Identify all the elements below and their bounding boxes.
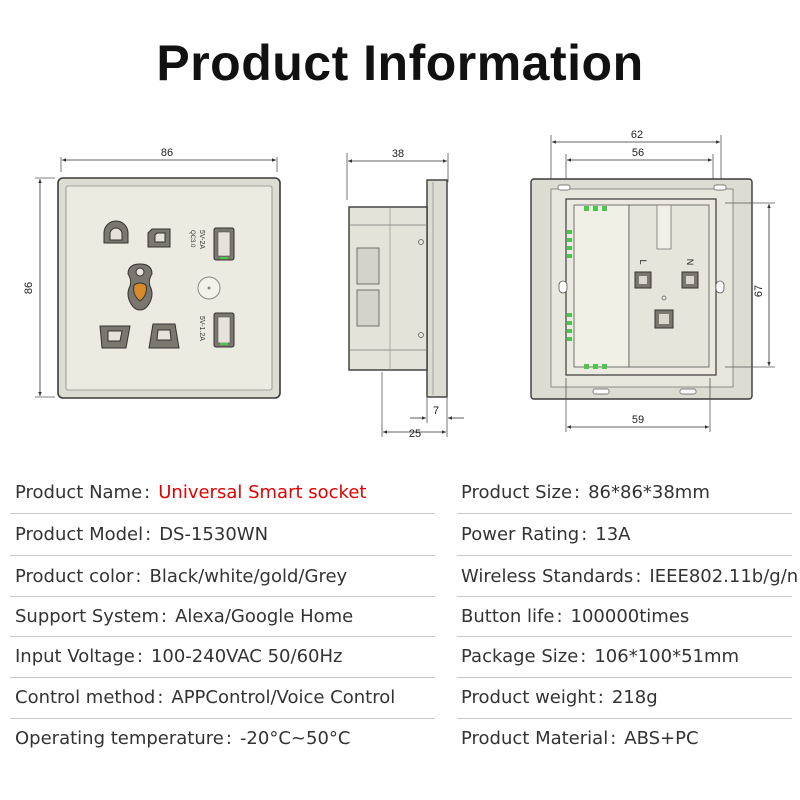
spec-value: IEEE802.11b/g/n [649, 566, 799, 587]
spec-value: 86*86*38mm [588, 482, 710, 503]
spec-left-row: Input Voltage:100-240VAC 50/60Hz [15, 636, 455, 677]
spec-label: Product Material [461, 728, 609, 749]
spec-value: ABS+PC [624, 728, 699, 749]
spec-right-row: Package Size:106*100*51mm [461, 636, 800, 677]
spec-separator: : [225, 728, 232, 749]
spec-value: Universal Smart socket [158, 482, 367, 503]
front-width-dim: 86 [161, 147, 173, 159]
outlet-top-left [103, 220, 129, 244]
terminal-n-label: N [685, 259, 695, 266]
spec-right-row: Product Size:86*86*38mm [461, 472, 800, 513]
back-outer-width-dim: 62 [631, 129, 643, 141]
spec-separator: : [556, 606, 563, 627]
spec-divider [10, 636, 435, 637]
spec-label: Support System [15, 606, 159, 627]
back-inner-width-dim: 56 [632, 147, 644, 159]
spec-left-row: Control method: APPControl/Voice Control [15, 677, 455, 718]
spec-separator: : [580, 646, 587, 667]
spec-left-row: Support System: Alexa/Google Home [15, 596, 455, 637]
side-depth-dim: 38 [392, 148, 404, 160]
spec-separator: : [157, 687, 164, 708]
spec-separator: : [574, 482, 581, 503]
spec-divider [10, 513, 435, 514]
spec-label: Product Size [461, 482, 573, 503]
terminal-l-label: L [638, 259, 648, 264]
spec-right-row: Product Material: ABS+PC [461, 718, 800, 759]
spec-label: Input Voltage [15, 646, 135, 667]
spec-label: Power Rating [461, 524, 580, 545]
front-height-dim: 86 [23, 282, 35, 294]
usb-bottom-label: 5V-1.2A [198, 316, 205, 341]
technical-drawings: 86 86 5V-2A [23, 129, 775, 440]
spec-label: Control method [15, 687, 156, 708]
spec-label: Product weight [461, 687, 596, 708]
spec-label: Package Size [461, 646, 579, 667]
spec-separator: : [145, 524, 152, 545]
usb-top-label: 5V-2A [198, 230, 205, 249]
spec-label: Wireless Standards [461, 566, 634, 587]
spec-divider [10, 596, 435, 597]
spec-value: 218g [611, 687, 658, 708]
spec-value: 13A [595, 524, 631, 545]
spec-separator: : [144, 482, 151, 503]
spec-left-row: Operating temperature: -20°C~50°C [15, 718, 455, 759]
spec-label: Product color [15, 566, 134, 587]
front-view: 86 86 5V-2A [23, 147, 281, 399]
spec-right-row: Power Rating:13A [461, 514, 800, 555]
spec-divider [10, 677, 435, 678]
spec-left-row: Product Name: Universal Smart socket [15, 472, 455, 513]
spec-value: APPControl/Voice Control [171, 687, 396, 708]
back-bottom-width-dim: 59 [632, 414, 644, 426]
spec-right-row: Product weight:218g [461, 677, 800, 718]
spec-left-row: Product color: Black/white/gold/Grey [15, 556, 455, 597]
outlet-top-right [147, 228, 171, 248]
spec-value: 106*100*51mm [594, 646, 740, 667]
spec-divider [457, 636, 792, 637]
outlet-center-earth [127, 263, 153, 311]
spec-divider [457, 596, 792, 597]
spec-label: Product Name [15, 482, 143, 503]
spec-right-row: Button life:100000times [461, 596, 800, 637]
outlet-bottom-right [148, 323, 180, 349]
back-height-dim: 67 [753, 285, 765, 297]
spec-divider [457, 718, 792, 719]
spec-value: Alexa/Google Home [175, 606, 354, 627]
spec-label: Product Model [15, 524, 144, 545]
spec-separator: : [136, 646, 143, 667]
back-view: 62 56 L N 67 [530, 129, 775, 432]
spec-label: Button life [461, 606, 555, 627]
page-title: Product Information [156, 35, 644, 91]
spec-value: -20°C~50°C [239, 728, 351, 749]
spec-value: 100000times [570, 606, 690, 627]
spec-left-row: Product Model: DS-1530WN [15, 514, 455, 555]
spec-value: Black/white/gold/Grey [149, 566, 348, 587]
spec-separator: : [581, 524, 588, 545]
spec-right-row: Wireless Standards: IEEE802.11b/g/n [461, 556, 800, 597]
spec-divider [457, 677, 792, 678]
spec-separator: : [597, 687, 604, 708]
spec-separator: : [635, 566, 642, 587]
spec-separator: : [610, 728, 617, 749]
usb-top-sublabel: QC3.0 [189, 230, 195, 248]
side-front-dim: 7 [433, 405, 439, 417]
spec-value: DS-1530WN [159, 524, 269, 545]
side-view: 38 7 25 [346, 148, 464, 440]
back-leds [567, 206, 607, 369]
spec-separator: : [161, 606, 168, 627]
side-body [348, 206, 428, 371]
spec-value: 100-240VAC 50/60Hz [150, 646, 343, 667]
spec-label: Operating temperature [15, 728, 224, 749]
side-plate [426, 179, 448, 398]
spec-separator: : [135, 566, 142, 587]
spec-divider [10, 718, 435, 719]
spec-divider [457, 513, 792, 514]
spec-divider [10, 555, 435, 556]
side-plate-dim: 25 [409, 428, 421, 440]
outlet-bottom-left [99, 325, 131, 349]
spec-divider [457, 555, 792, 556]
